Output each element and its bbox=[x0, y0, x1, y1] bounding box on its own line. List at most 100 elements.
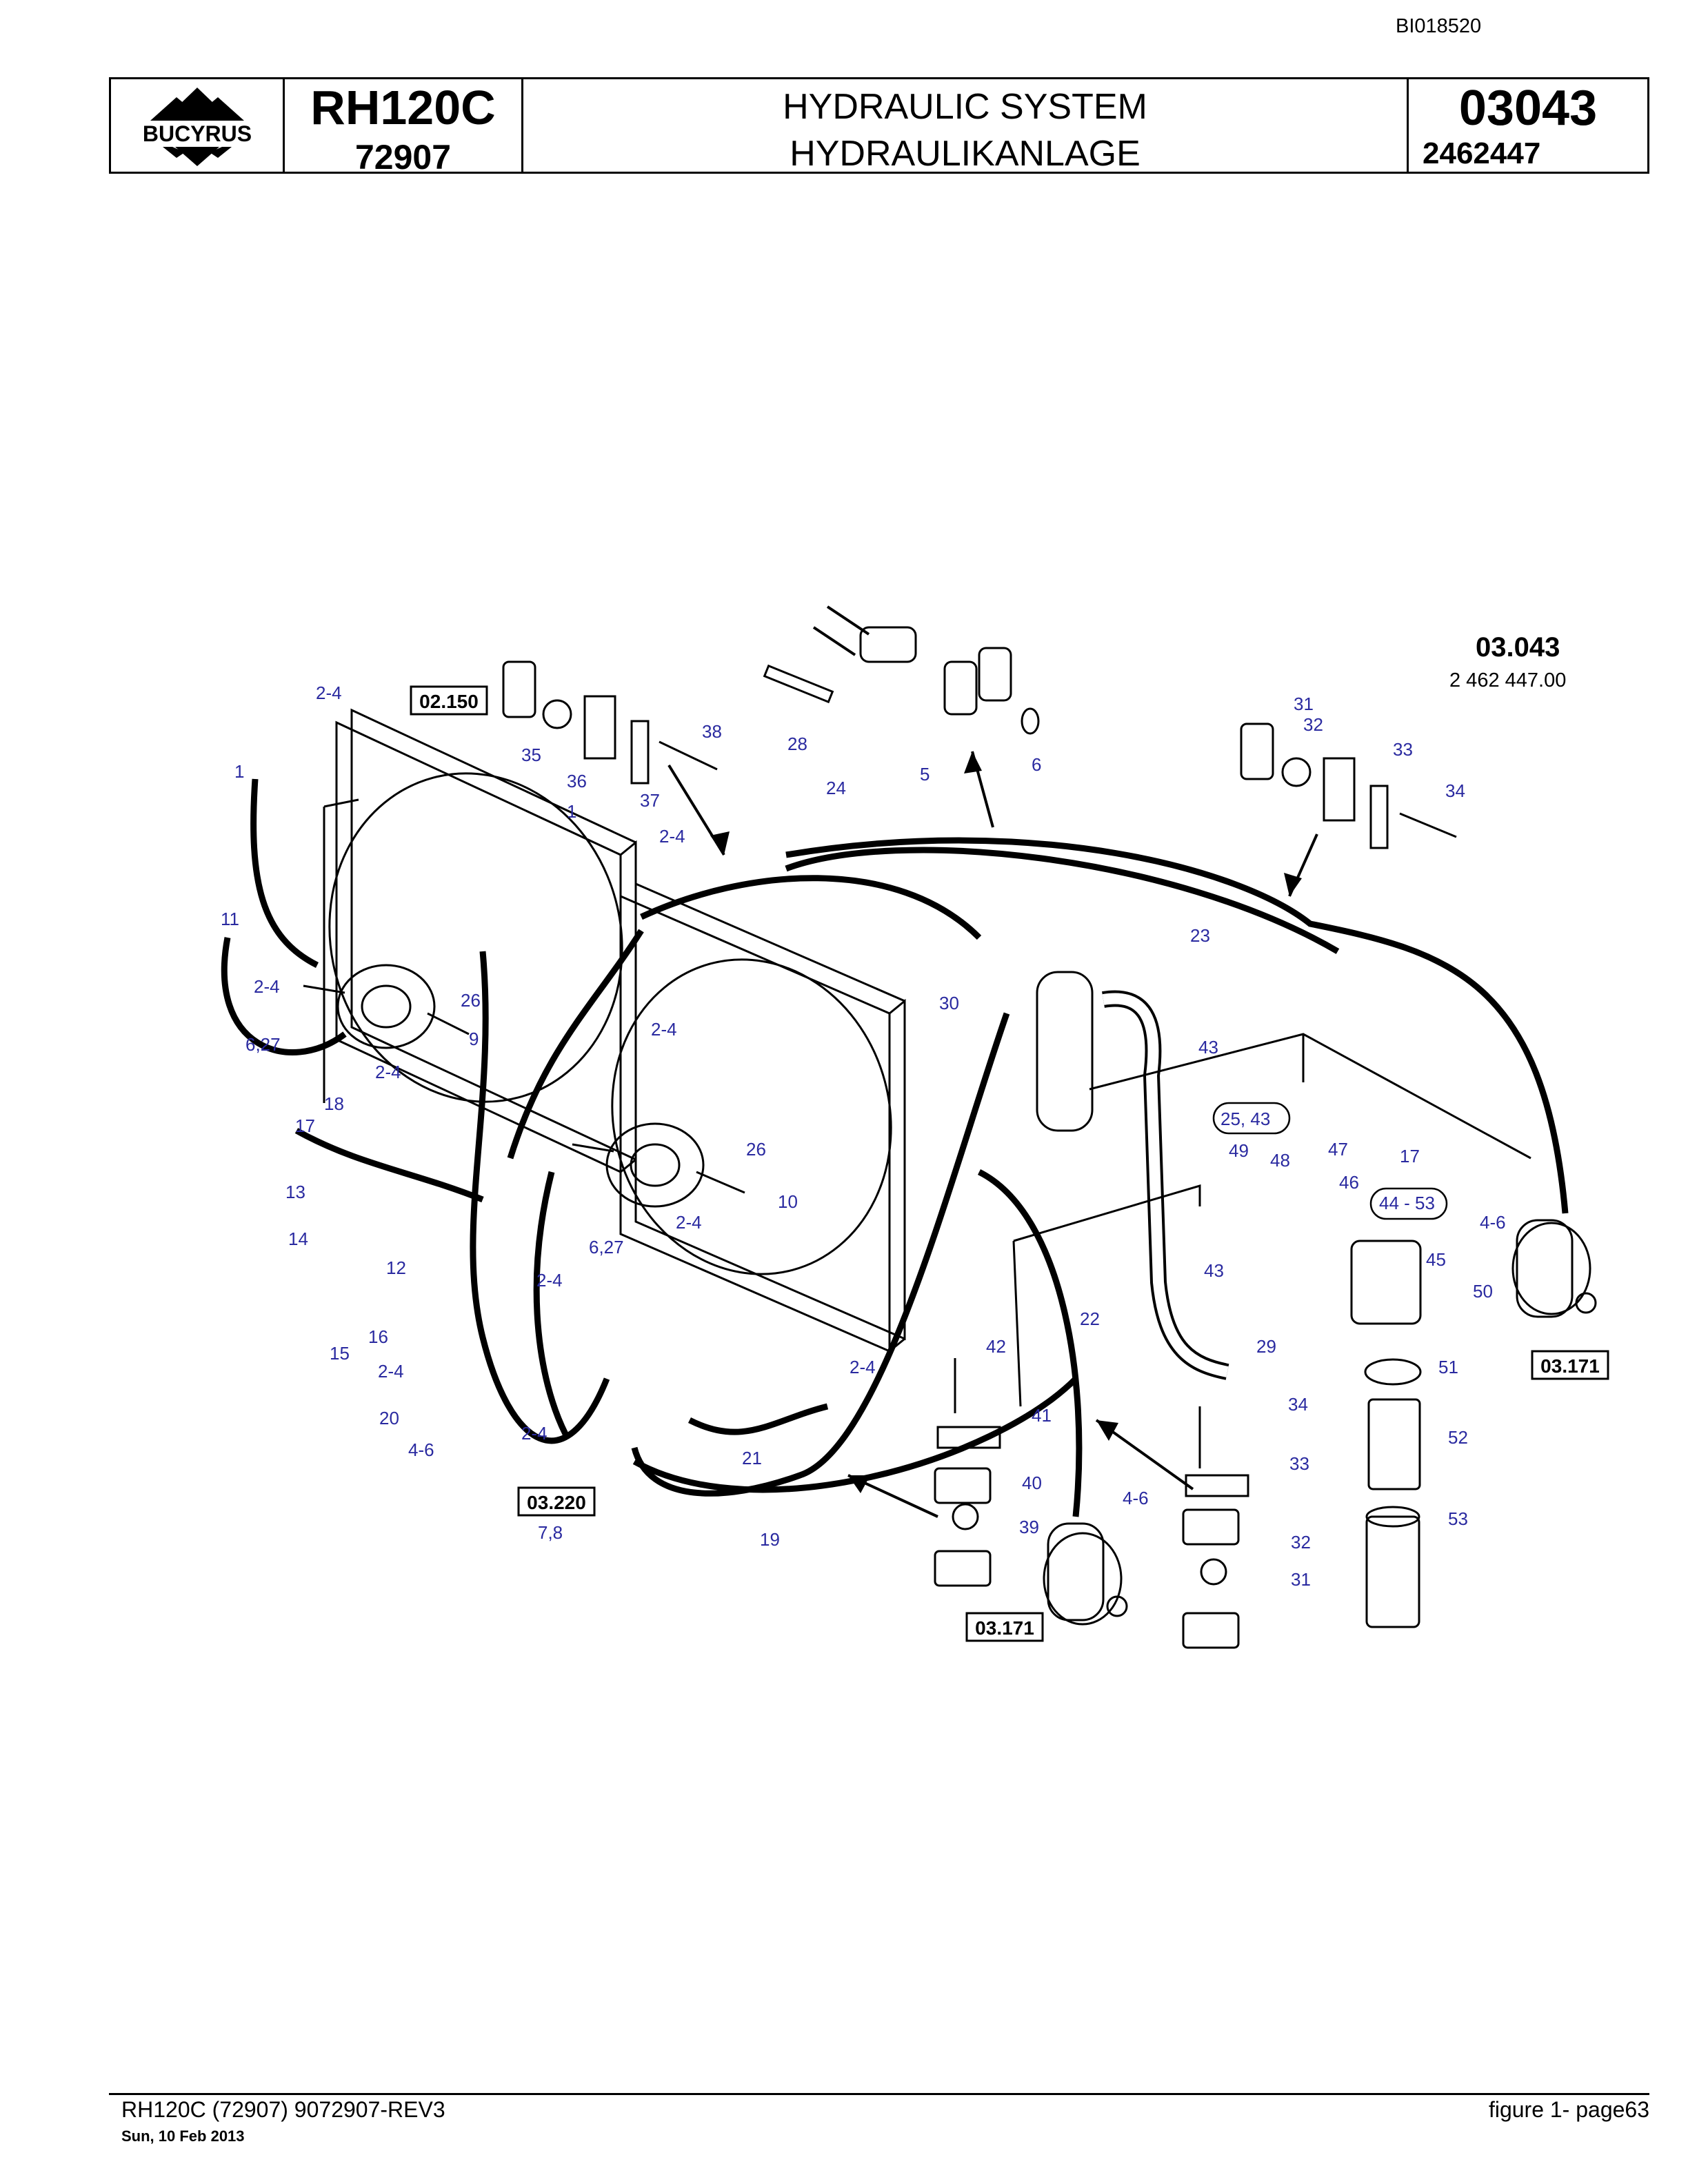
main-filter-assembly bbox=[1350, 1240, 1422, 1628]
hose-end-fitting bbox=[763, 605, 1040, 735]
brand-logo-text: BUCYRUS bbox=[142, 121, 251, 146]
title-english: HYDRAULIC SYSTEM bbox=[783, 87, 1147, 127]
callout: 6 bbox=[1032, 754, 1041, 775]
left-oil-cooler bbox=[323, 708, 637, 1175]
ref-03171-right: 03.171 bbox=[1540, 1355, 1600, 1377]
pump-right bbox=[1511, 1219, 1597, 1318]
callout: 36 bbox=[567, 771, 587, 791]
reference-boxes: 02.150 03.220 03.171 03.171 bbox=[410, 685, 1609, 1642]
hydraulic-tank bbox=[1012, 1033, 1531, 1407]
right-oil-cooler bbox=[611, 882, 906, 1354]
callout: 32 bbox=[1303, 714, 1323, 735]
callout: 31 bbox=[1294, 694, 1314, 714]
callout: 38 bbox=[702, 721, 722, 742]
callout: 40 bbox=[1022, 1473, 1042, 1493]
number-cell: 03043 2462447 bbox=[1409, 79, 1647, 172]
callout: 11 bbox=[221, 909, 239, 929]
model-name: RH120C bbox=[310, 81, 496, 134]
callout: 49 bbox=[1229, 1140, 1249, 1161]
callout: 20 bbox=[379, 1408, 399, 1428]
ref-03220: 03.220 bbox=[527, 1492, 586, 1513]
callout: 10 bbox=[778, 1191, 798, 1212]
callout: 24 bbox=[826, 778, 846, 798]
model-cell: RH120C 72907 bbox=[285, 79, 523, 176]
figure-group-code: 03.043 bbox=[1476, 632, 1560, 663]
footer-doc-reference: RH120C (72907) 9072907-REV3 bbox=[121, 2097, 445, 2122]
ref-03171-bottom: 03.171 bbox=[975, 1617, 1034, 1639]
callout: 2-4 bbox=[254, 976, 280, 997]
callout: 32 bbox=[1291, 1532, 1311, 1553]
callout: 6,27 bbox=[245, 1034, 281, 1055]
pump-bottom bbox=[1043, 1522, 1128, 1626]
footer-rule bbox=[109, 2093, 1649, 2095]
callout: 43 bbox=[1204, 1260, 1224, 1281]
ref-02150: 02.150 bbox=[419, 691, 479, 712]
title-german: HYDRAULIKANLAGE bbox=[790, 134, 1141, 174]
callout: 16 bbox=[368, 1326, 388, 1347]
callout: 15 bbox=[330, 1343, 350, 1364]
footer-date: Sun, 10 Feb 2013 bbox=[121, 2127, 245, 2145]
callout: 17 bbox=[295, 1115, 315, 1136]
callout: 23 bbox=[1190, 925, 1210, 946]
callout: 47 bbox=[1328, 1139, 1348, 1160]
callout: 1 bbox=[234, 761, 244, 782]
callout: 45 bbox=[1426, 1249, 1446, 1270]
callout: 12 bbox=[386, 1257, 406, 1278]
clamp-parts bbox=[502, 660, 1457, 1649]
callout: 52 bbox=[1448, 1427, 1468, 1448]
callout: 6,27 bbox=[589, 1237, 624, 1257]
callout-ovals bbox=[1212, 1102, 1448, 1220]
callout: 25, 43 bbox=[1220, 1109, 1270, 1129]
callout: 42 bbox=[986, 1336, 1006, 1357]
figure-part-code: 2 462 447.00 bbox=[1449, 669, 1566, 691]
footer-page-ref: figure 1- page63 bbox=[1488, 2097, 1649, 2122]
callout: 30 bbox=[939, 993, 959, 1013]
callout: 31 bbox=[1291, 1569, 1311, 1590]
callout: 5 bbox=[920, 764, 930, 785]
callout: 2-4 bbox=[659, 826, 685, 847]
group-number: 03043 bbox=[1458, 81, 1598, 136]
title-block: BUCYRUS RH120C 72907 HYDRAULIC SYSTEM HY… bbox=[109, 77, 1649, 174]
callout: 34 bbox=[1288, 1394, 1308, 1415]
callout: 48 bbox=[1270, 1150, 1290, 1171]
callout: 2-4 bbox=[316, 682, 342, 703]
callout: 14 bbox=[288, 1228, 308, 1249]
callout: 13 bbox=[285, 1182, 305, 1202]
callout-labels: 2-4 1 11 2-4 26 9 6,27 2-4 18 17 13 14 1… bbox=[221, 682, 1506, 1590]
callout: 17 bbox=[1400, 1146, 1420, 1166]
callout: 2-4 bbox=[536, 1270, 563, 1291]
title-cell: HYDRAULIC SYSTEM HYDRAULIKANLAGE bbox=[523, 79, 1409, 172]
document-id: BI018520 bbox=[1396, 15, 1482, 37]
callout: 4-6 bbox=[408, 1439, 434, 1460]
callout: 1 bbox=[567, 801, 576, 822]
callout: 46 bbox=[1339, 1172, 1359, 1193]
callout: 21 bbox=[742, 1448, 762, 1468]
callout: 39 bbox=[1019, 1517, 1039, 1537]
callout: 37 bbox=[640, 790, 660, 811]
callout: 22 bbox=[1080, 1308, 1100, 1329]
callout: 2-4 bbox=[521, 1423, 547, 1444]
callout: 44 - 53 bbox=[1379, 1193, 1435, 1213]
callout: 2-4 bbox=[378, 1361, 404, 1382]
direction-arrows bbox=[667, 751, 1318, 1518]
callout: 2-4 bbox=[676, 1212, 702, 1233]
callout: 9 bbox=[469, 1029, 479, 1049]
arrow-heads bbox=[710, 751, 1302, 1493]
diagram-drawing bbox=[221, 605, 1597, 1649]
model-serial: 72907 bbox=[354, 138, 452, 176]
callout: 53 bbox=[1448, 1508, 1468, 1529]
callout: 29 bbox=[1256, 1336, 1276, 1357]
return-filter bbox=[1036, 971, 1229, 1380]
callout: 50 bbox=[1473, 1281, 1493, 1302]
fan-motor-left bbox=[303, 964, 470, 1049]
bucyrus-logo-icon: BUCYRUS bbox=[123, 88, 270, 166]
part-number: 2462447 bbox=[1423, 136, 1541, 170]
callout: 35 bbox=[521, 745, 541, 765]
callout: 19 bbox=[760, 1529, 780, 1550]
callout: 41 bbox=[1032, 1405, 1052, 1426]
callout: 26 bbox=[746, 1139, 766, 1160]
callout-03220-sub: 7,8 bbox=[538, 1522, 563, 1543]
hose-lines bbox=[221, 778, 1569, 1517]
fan-motor-right bbox=[572, 1122, 745, 1208]
